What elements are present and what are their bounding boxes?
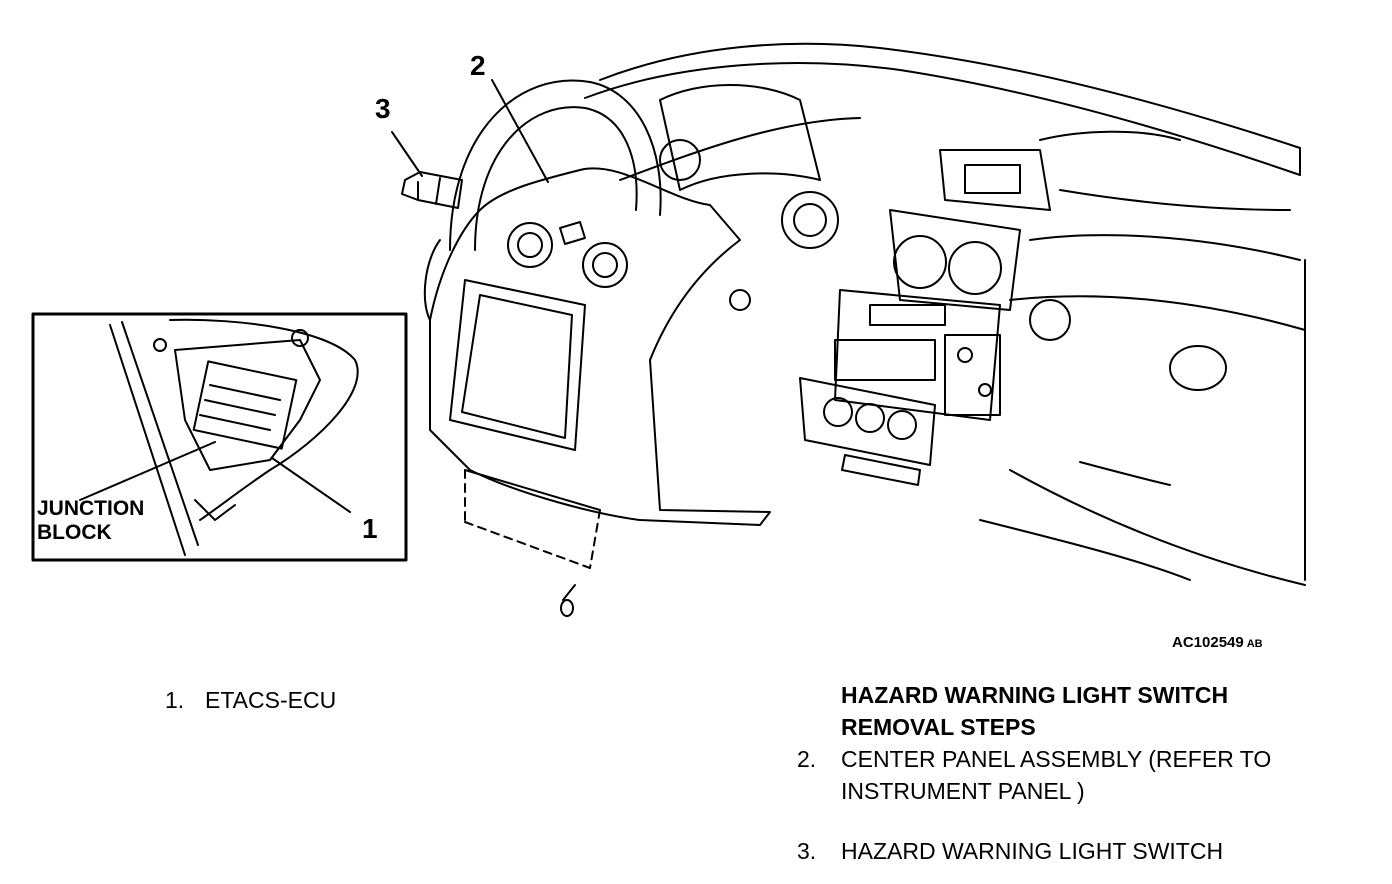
instrument-cluster xyxy=(659,84,1227,391)
dashboard-exploded-view xyxy=(31,42,1306,617)
junction-label-line1: JUNCTION xyxy=(37,497,145,520)
step-item: 2. CENTER PANEL ASSEMBLY (REFER TO xyxy=(797,743,1271,775)
junction-block-inset xyxy=(31,312,408,562)
leader-line-2 xyxy=(491,79,549,183)
removal-heading-line2: REMOVAL STEPS xyxy=(841,714,1036,740)
step-text-line2: INSTRUMENT PANEL ) xyxy=(841,778,1085,804)
junction-label-line2: BLOCK xyxy=(37,521,112,544)
removal-heading-line1: HAZARD WARNING LIGHT SWITCH xyxy=(841,682,1229,708)
callout-1: 1 xyxy=(362,513,378,544)
figure-code-suffix: AB xyxy=(1246,638,1263,650)
leader-line-3 xyxy=(391,131,423,177)
step-text-line1: HAZARD WARNING LIGHT SWITCH xyxy=(841,838,1224,864)
callout-3: 3 xyxy=(375,93,391,124)
step-number: 2. xyxy=(797,746,817,772)
callout-2: 2 xyxy=(470,50,486,81)
step-item: 3. HAZARD WARNING LIGHT SWITCH xyxy=(797,835,1271,867)
mounting-screw xyxy=(464,469,601,617)
step-text-line1: CENTER PANEL ASSEMBLY (REFER TO xyxy=(841,746,1272,772)
center-stack xyxy=(834,149,1051,421)
removal-steps: HAZARD WARNING LIGHT SWITCH REMOVAL STEP… xyxy=(797,679,1271,867)
legend-item-number: 1. xyxy=(165,687,185,713)
steering-wheel xyxy=(423,79,662,321)
figure-code-main: AC102549 xyxy=(1172,634,1244,651)
climate-control-panel xyxy=(799,377,936,486)
step-number: 3. xyxy=(797,838,817,864)
center-panel-assembly xyxy=(429,167,771,526)
junction-block-label: JUNCTION BLOCK xyxy=(37,497,144,545)
dashboard-outline xyxy=(584,42,1306,586)
parts-legend: 1. ETACS-ECU xyxy=(165,684,336,716)
legend-item-text: ETACS-ECU xyxy=(205,687,337,713)
